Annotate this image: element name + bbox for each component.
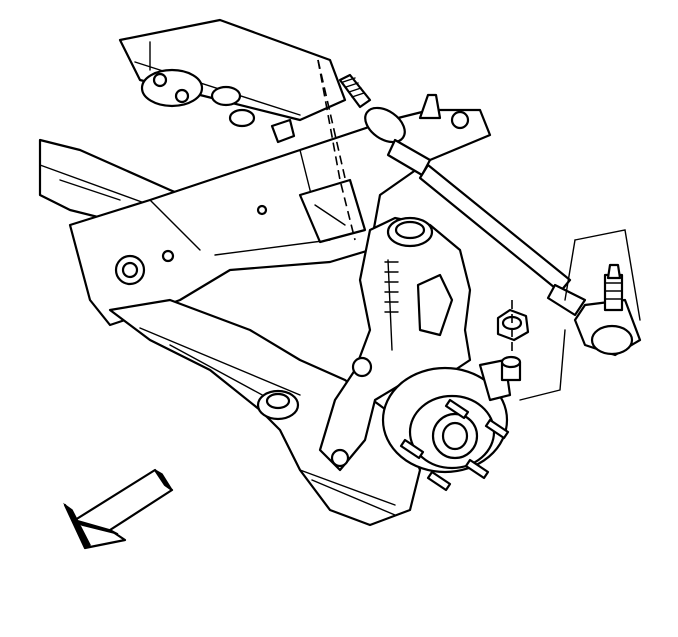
front-crossmember — [68, 93, 492, 327]
steering-knuckle — [318, 216, 472, 472]
frame-rail — [118, 18, 347, 144]
wheel-studs — [399, 398, 510, 492]
leader-lines — [317, 59, 641, 401]
tie-rod-end-nut — [496, 308, 530, 382]
tie-rod-end — [573, 263, 642, 357]
lower-control-arm — [108, 298, 422, 527]
wheel-hub — [381, 358, 512, 492]
direction-arrow-icon — [63, 468, 174, 550]
tie-rod — [338, 73, 587, 317]
